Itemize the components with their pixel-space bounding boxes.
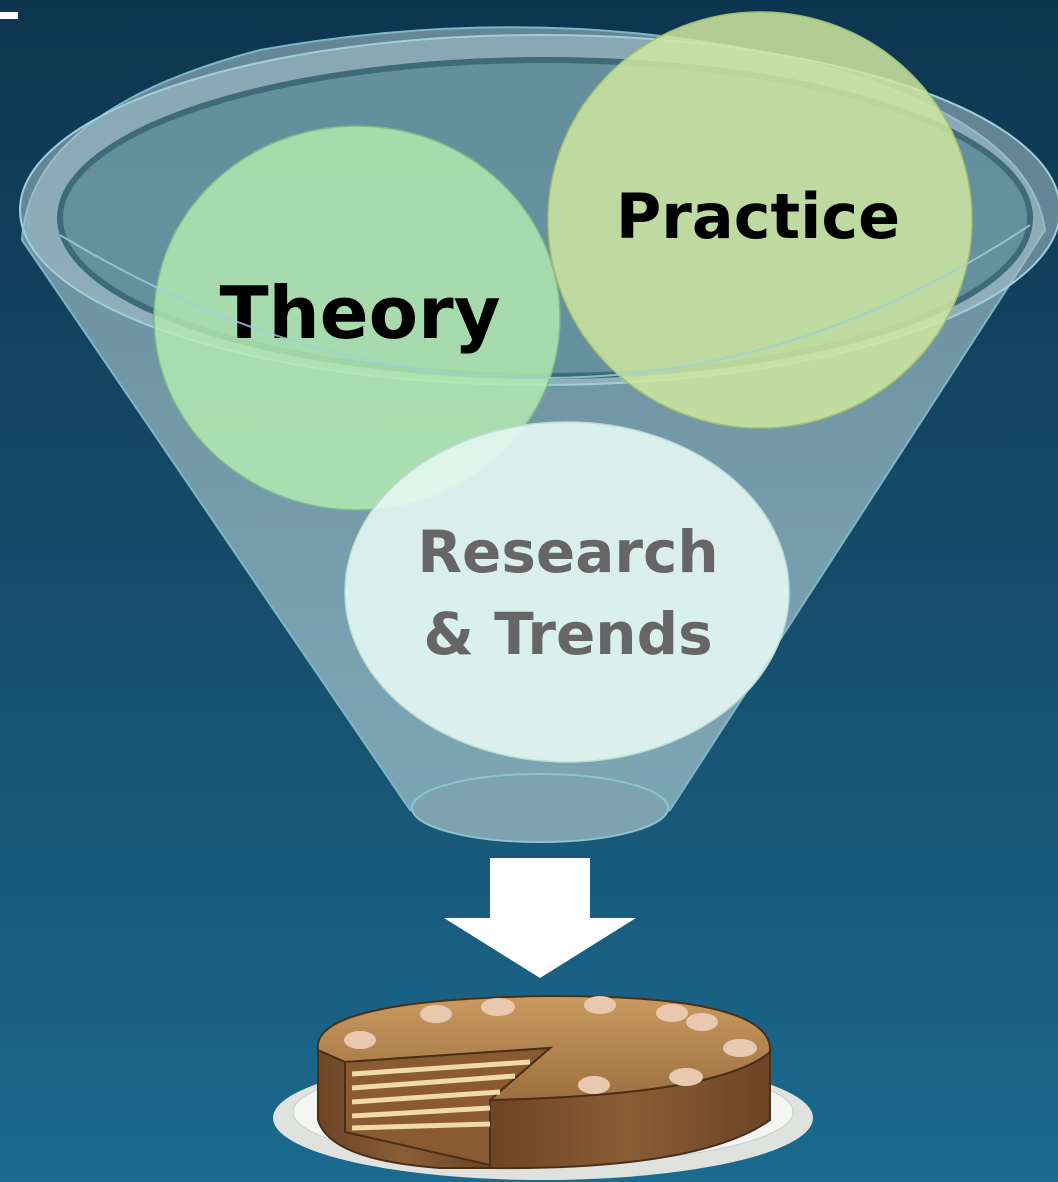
theory-circle: Theory [153, 125, 561, 511]
practice-label: Practice [616, 180, 900, 253]
theory-label: Theory [219, 271, 500, 355]
cake-icon [273, 994, 813, 1180]
down-arrow-icon [444, 858, 636, 978]
research-label-line2: & Trends [423, 600, 712, 668]
funnel-rim-front [59, 224, 1031, 380]
practice-circle: Practice [547, 11, 973, 429]
research-circle: Research & Trends [344, 421, 790, 763]
corner-mark [0, 12, 18, 19]
funnel-spout [411, 773, 669, 843]
research-label-line1: Research [417, 518, 718, 586]
